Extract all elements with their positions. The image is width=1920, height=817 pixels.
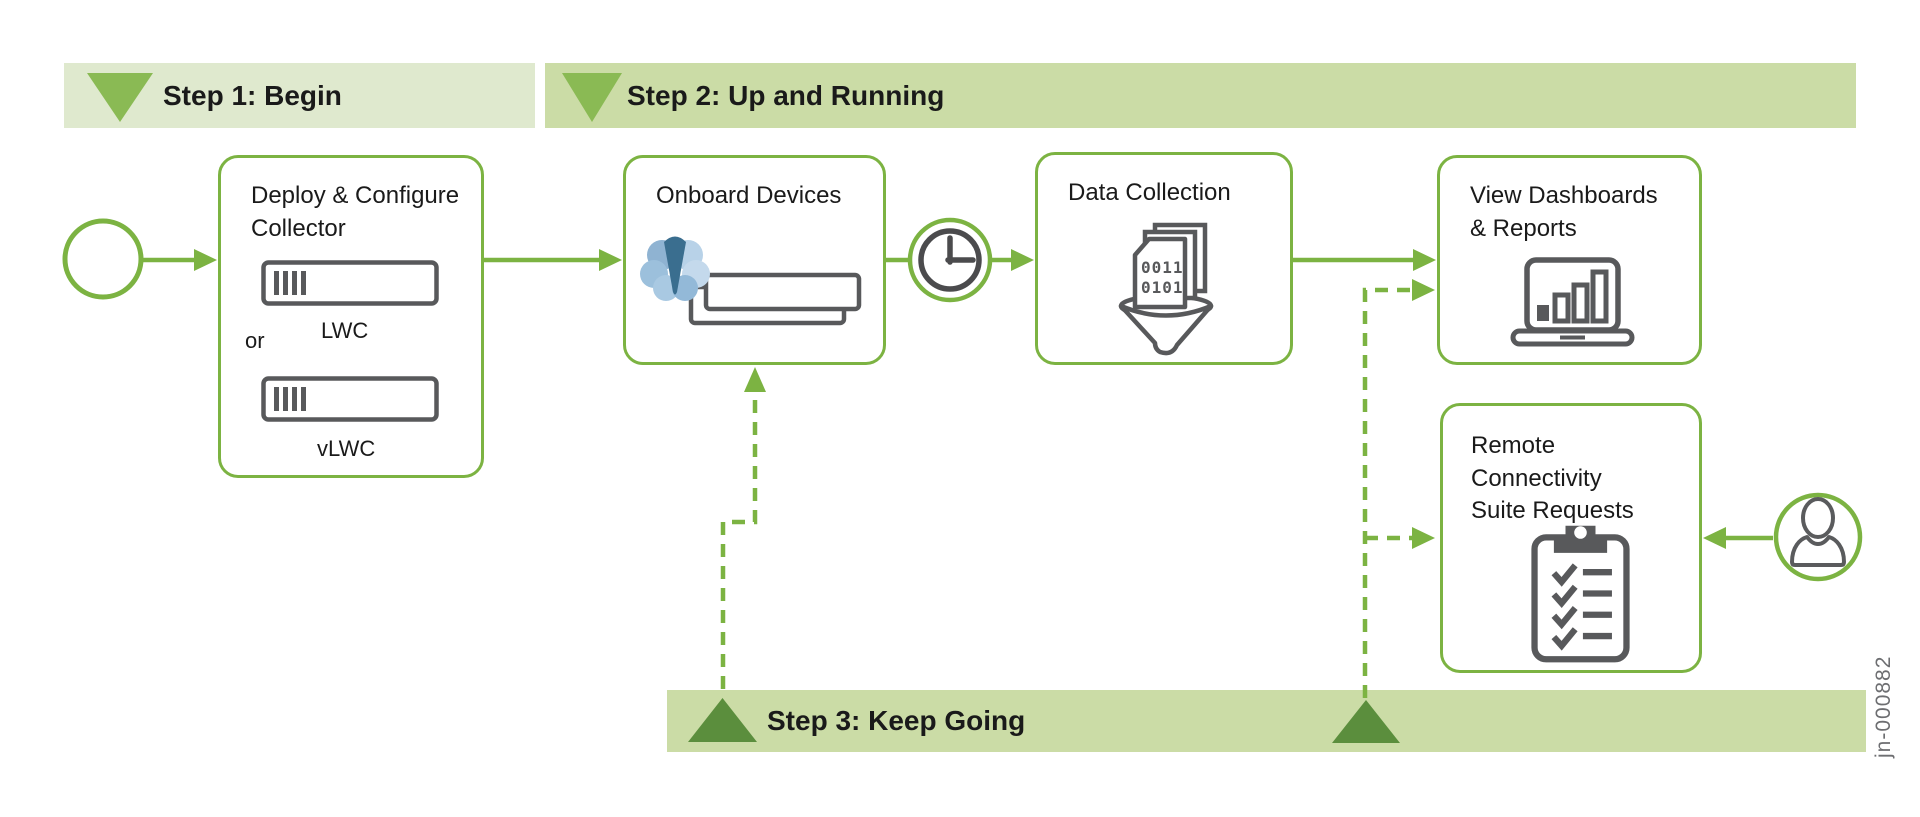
or-label: or: [245, 328, 265, 353]
binary-text-line1: 0011: [1141, 258, 1184, 277]
node-dashboards-title: View Dashboards & Reports: [1470, 180, 1658, 245]
funnel-documents-icon: 0011 0101: [1118, 222, 1214, 356]
node-remote-title-line2: Connectivity: [1471, 464, 1602, 492]
start-circle: [62, 218, 144, 300]
node-data-collection: Data Collection 0011 0101: [1035, 152, 1293, 365]
step3-up-triangle-left-icon: [688, 698, 757, 742]
laptop-chart-icon: [1510, 257, 1635, 347]
node-deploy-title: Deploy & Configure Collector: [251, 180, 459, 245]
step2-down-triangle-icon: [562, 73, 622, 122]
node-data-collection-title: Data Collection: [1068, 179, 1231, 206]
vlwc-label: vLWC: [317, 436, 376, 461]
step1-down-triangle-icon: [87, 73, 153, 122]
banner-step-1: Step 1: Begin: [64, 63, 535, 128]
clipboard-checklist-icon: [1531, 525, 1630, 663]
node-onboard-title: Onboard Devices: [656, 182, 842, 209]
node-dashboards-title-line2: & Reports: [1470, 214, 1577, 242]
step3-up-triangle-right-icon: [1332, 700, 1400, 743]
node-remote-title-line3: Suite Requests: [1471, 497, 1634, 525]
node-deploy-title-line2: Collector: [251, 214, 346, 242]
clock-icon: [907, 217, 993, 303]
node-remote-title-line1: Remote: [1471, 432, 1556, 459]
devices-stack-icon: [688, 272, 862, 326]
banner-step-3-label: Step 3: Keep Going: [767, 705, 1026, 736]
banner-step-1-label: Step 1: Begin: [163, 79, 342, 111]
node-remote-connectivity: Remote Connectivity Suite Requests: [1440, 403, 1702, 673]
mist-flower-icon: [640, 236, 710, 301]
banner-step-3: Step 3: Keep Going: [667, 690, 1866, 752]
server-lwc-icon: [261, 260, 439, 306]
server-vlwc-icon: [261, 376, 439, 422]
lwc-label: LWC: [321, 318, 369, 343]
node-deploy-title-line1: Deploy & Configure: [251, 182, 460, 209]
node-remote-title: Remote Connectivity Suite Requests: [1471, 430, 1634, 528]
node-onboard-devices: Onboard Devices: [623, 155, 886, 365]
node-view-dashboards: View Dashboards & Reports: [1437, 155, 1702, 365]
node-deploy-collector: Deploy & Configure Collector LWC or vLWC: [218, 155, 484, 478]
figure-id-watermark: jn-000882: [1872, 655, 1895, 758]
node-dashboards-title-line1: View Dashboards: [1470, 182, 1658, 209]
person-icon: [1773, 492, 1863, 582]
banner-step-2-label: Step 2: Up and Running: [627, 79, 945, 111]
binary-text-line2: 0101: [1141, 278, 1184, 297]
banner-step-2: Step 2: Up and Running: [545, 63, 1856, 128]
